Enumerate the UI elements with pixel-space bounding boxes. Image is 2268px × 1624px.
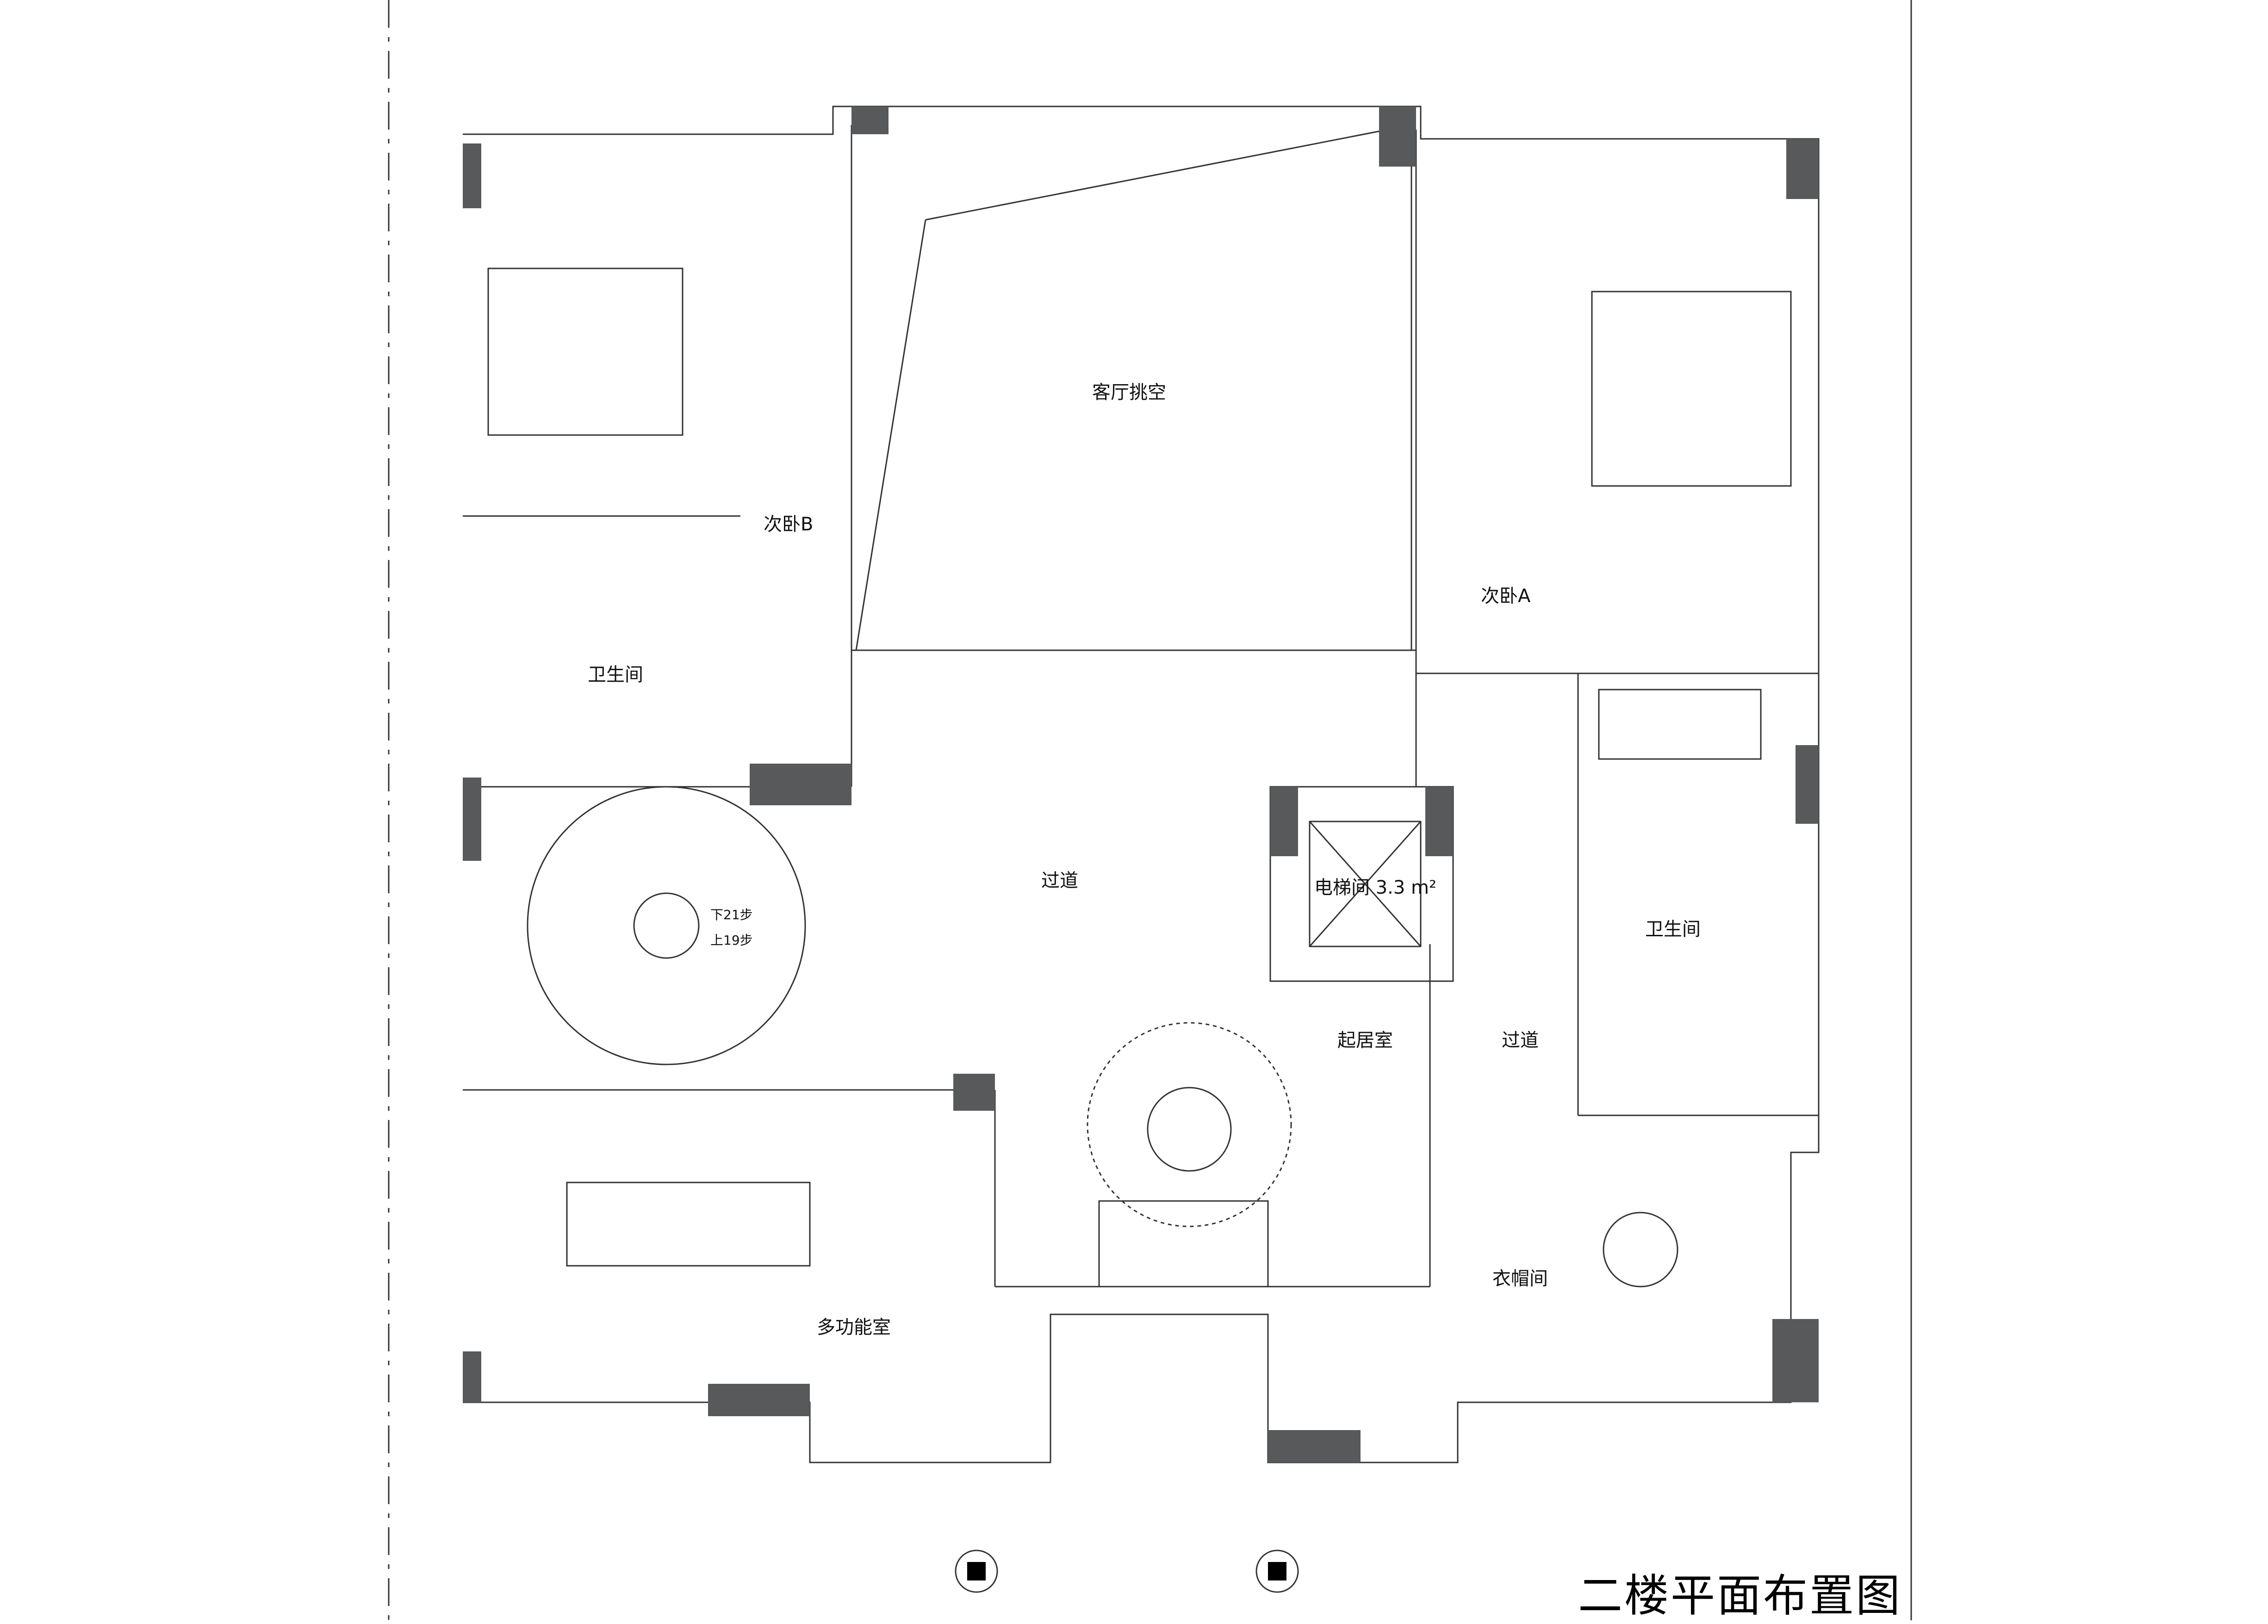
stair-up-label: 上19步 bbox=[710, 933, 753, 948]
room-label-multi-room: 多功能室 bbox=[817, 1317, 891, 1338]
room-label-sitting-room: 起居室 bbox=[1337, 1030, 1393, 1051]
room-label-bathroom-b: 卫生间 bbox=[588, 664, 643, 685]
room-label-bedroom-a: 次卧A bbox=[1481, 585, 1531, 607]
stair-down-label: 下21步 bbox=[710, 907, 753, 922]
room-label-corridor-2: 过道 bbox=[1502, 1030, 1539, 1051]
drawing-title: 二楼平面布置图 bbox=[1578, 1570, 1902, 1622]
room-label-bathroom-a: 卫生间 bbox=[1645, 919, 1701, 940]
room-label-corridor-1: 过道 bbox=[1041, 870, 1078, 891]
room-label-elevator: 电梯间 3.3 m² bbox=[1314, 877, 1437, 898]
room-label-cloakroom: 衣帽间 bbox=[1492, 1268, 1548, 1289]
room-label-bedroom-b: 次卧B bbox=[764, 514, 814, 535]
room-label-living-void: 客厅挑空 bbox=[1092, 382, 1166, 403]
